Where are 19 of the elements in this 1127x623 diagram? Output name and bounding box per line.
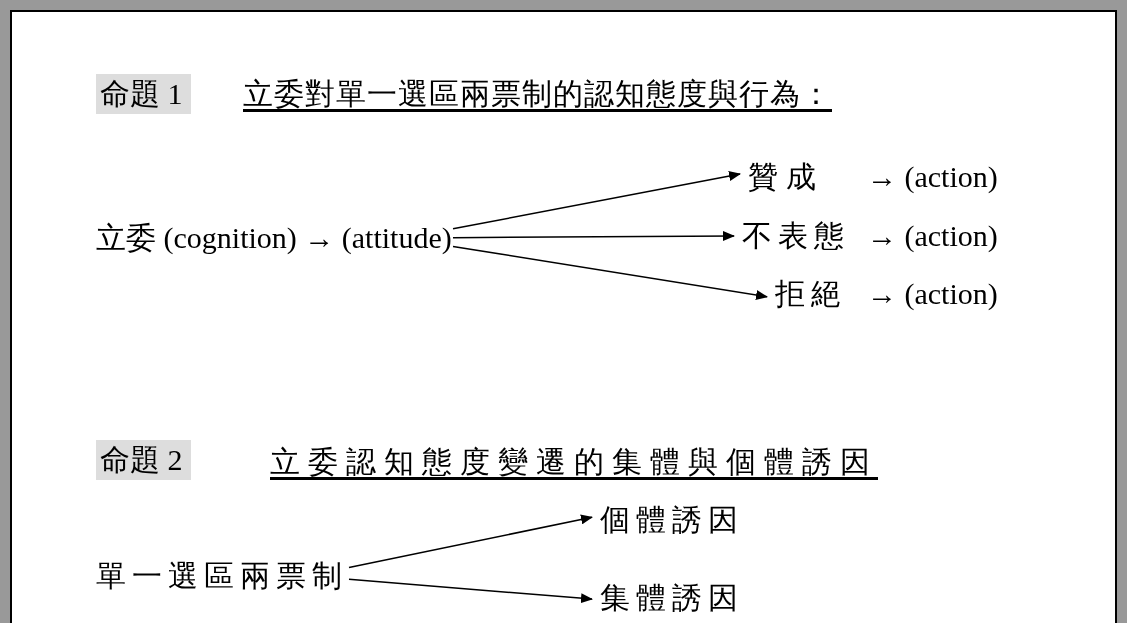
arrow [452,245,768,300]
node-text: 個體誘因 [600,500,744,540]
node-text: 拒絕 [775,274,847,314]
arrow [452,230,735,241]
node-text: 單一選區兩票制 [96,556,348,596]
node-text: 集體誘因 [600,578,744,618]
action-text: → (action) [867,276,998,312]
node-text: 贊成 [748,157,824,197]
action-text: → (action) [867,218,998,254]
node-text: 立委 (cognition) → (attitude) [96,218,452,258]
proposition-heading: 立委認知態度變遷的集體與個體誘因 [270,444,878,480]
action-text: → (action) [867,159,998,195]
arrow [348,578,593,604]
arrow [348,514,593,569]
proposition-tag: 命題 2 [96,440,191,480]
proposition-heading: 立委對單一選區兩票制的認知態度與行為： [243,76,832,112]
node-text: 不表態 [742,216,850,256]
arrow [452,171,741,230]
proposition-tag: 命題 1 [96,74,191,114]
